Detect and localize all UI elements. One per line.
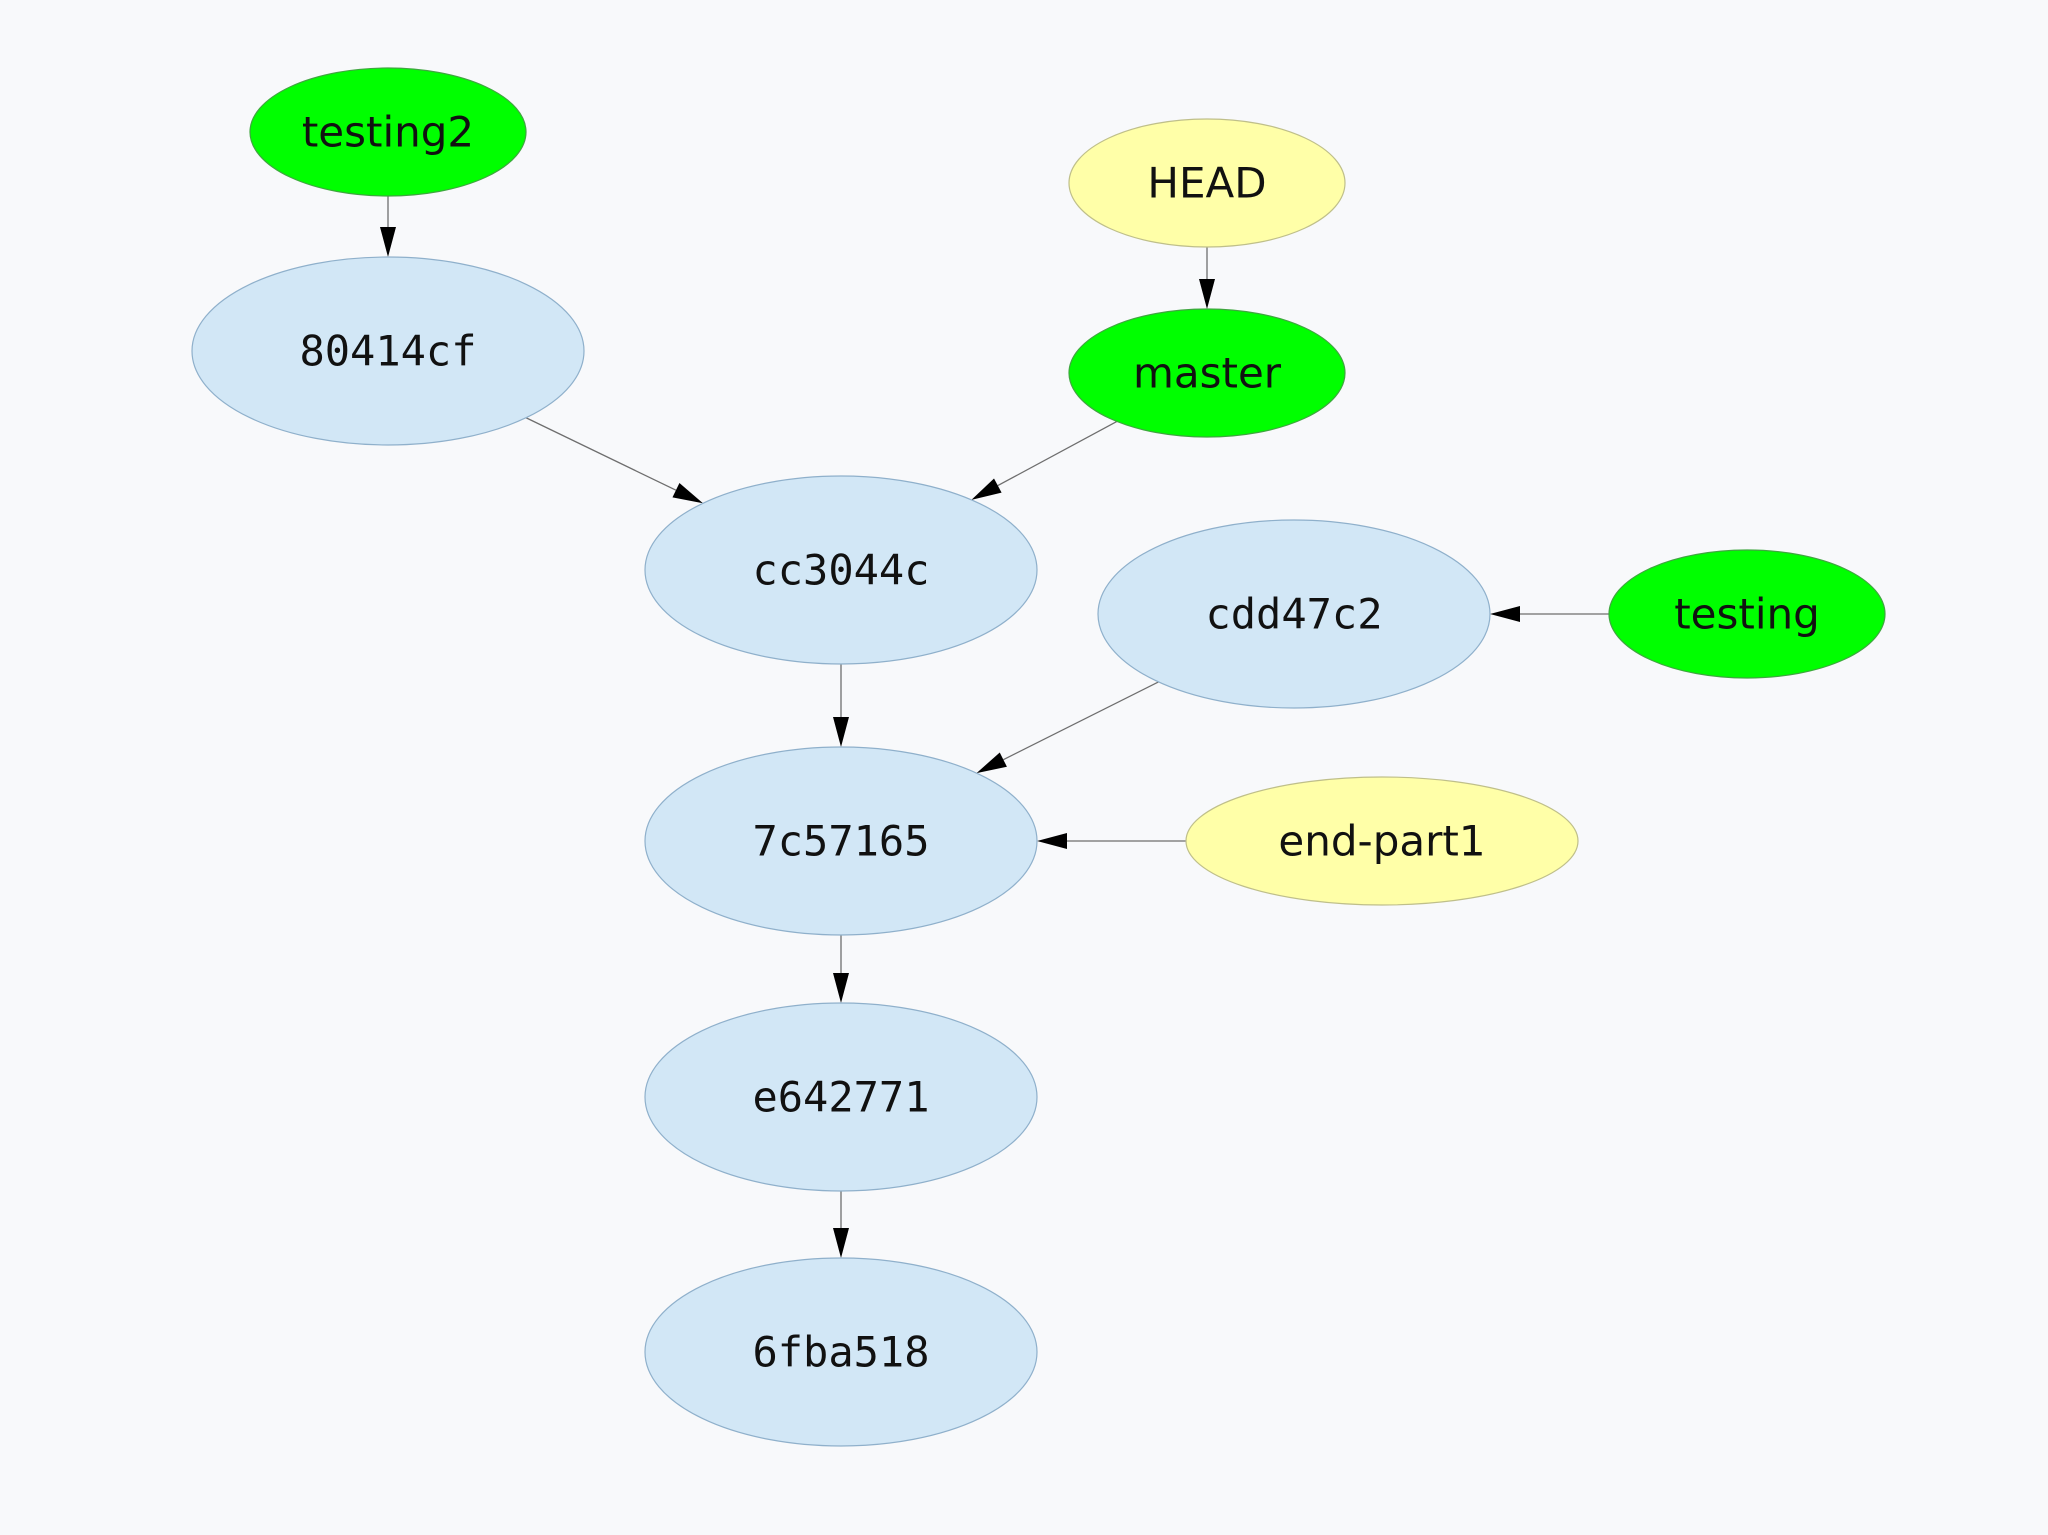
commit-node-label: 7c57165	[752, 817, 929, 866]
edge-head-to-master	[1199, 247, 1215, 309]
commit-node-label: 80414cf	[299, 327, 476, 376]
arrowhead	[976, 752, 1007, 774]
commit-node-e642771: e642771	[644, 1002, 1038, 1192]
edge-cc3044c-to-c7c57165	[833, 664, 849, 747]
arrowhead	[672, 483, 703, 504]
arrowhead	[833, 1228, 849, 1258]
edge-c80414cf-to-cc3044c	[525, 417, 703, 504]
arrowhead	[1490, 606, 1520, 622]
arrowhead	[1199, 279, 1215, 309]
edge-line	[1003, 681, 1159, 761]
commit-node-cc3044c: cc3044c	[644, 475, 1038, 665]
edges-layer	[380, 196, 1609, 1258]
commit-node-ellipse	[644, 475, 1038, 665]
arrowhead	[380, 227, 396, 257]
branch-node-ellipse	[249, 67, 527, 197]
commit-node-ellipse	[191, 256, 585, 446]
edge-testing2-to-c80414cf	[380, 196, 396, 257]
commit-node-ellipse	[644, 1257, 1038, 1447]
edge-cdd47c2-to-c7c57165	[976, 681, 1159, 774]
commit-node-ellipse	[644, 746, 1038, 936]
arrowhead	[971, 478, 1002, 500]
edge-master-to-cc3044c	[971, 420, 1118, 500]
commit-node-cdd47c2: cdd47c2	[1097, 519, 1491, 709]
commit-node-ellipse	[644, 1002, 1038, 1192]
ref-node-label: HEAD	[1147, 159, 1266, 208]
branch-node-ellipse	[1068, 308, 1346, 438]
commit-node-ellipse	[1097, 519, 1491, 709]
edge-line	[525, 417, 677, 491]
edge-endpart1-to-c7c57165	[1037, 833, 1186, 849]
branch-node-label: testing	[1674, 590, 1820, 639]
ref-node-ellipse	[1185, 776, 1579, 906]
commit-node-label: cc3044c	[752, 546, 929, 595]
commit-node-label: 6fba518	[752, 1328, 929, 1377]
commit-node-c80414cf: 80414cf	[191, 256, 585, 446]
branch-node-master: master	[1068, 308, 1346, 438]
edge-e642771-to-c6fba518	[833, 1191, 849, 1258]
branch-node-label: master	[1133, 349, 1282, 398]
commit-node-c7c57165: 7c57165	[644, 746, 1038, 936]
arrowhead	[1037, 833, 1067, 849]
edge-testing-to-cdd47c2	[1490, 606, 1609, 622]
branch-node-testing2: testing2	[249, 67, 527, 197]
ref-node-endpart1: end-part1	[1185, 776, 1579, 906]
commit-node-label: e642771	[752, 1073, 929, 1122]
branch-node-ellipse	[1608, 549, 1886, 679]
arrowhead	[833, 717, 849, 747]
arrowhead	[833, 973, 849, 1003]
nodes-layer: testing2 80414cf HEAD master cc3044c cdd47c2 t…	[191, 67, 1886, 1447]
edge-line	[997, 420, 1118, 487]
commit-node-label: cdd47c2	[1205, 590, 1382, 639]
ref-node-label: end-part1	[1278, 817, 1485, 866]
ref-node-ellipse	[1068, 118, 1346, 248]
ref-node-head: HEAD	[1068, 118, 1346, 248]
branch-node-label: testing2	[302, 108, 474, 157]
edge-c7c57165-to-e642771	[833, 935, 849, 1003]
branch-node-testing: testing	[1608, 549, 1886, 679]
commit-node-c6fba518: 6fba518	[644, 1257, 1038, 1447]
